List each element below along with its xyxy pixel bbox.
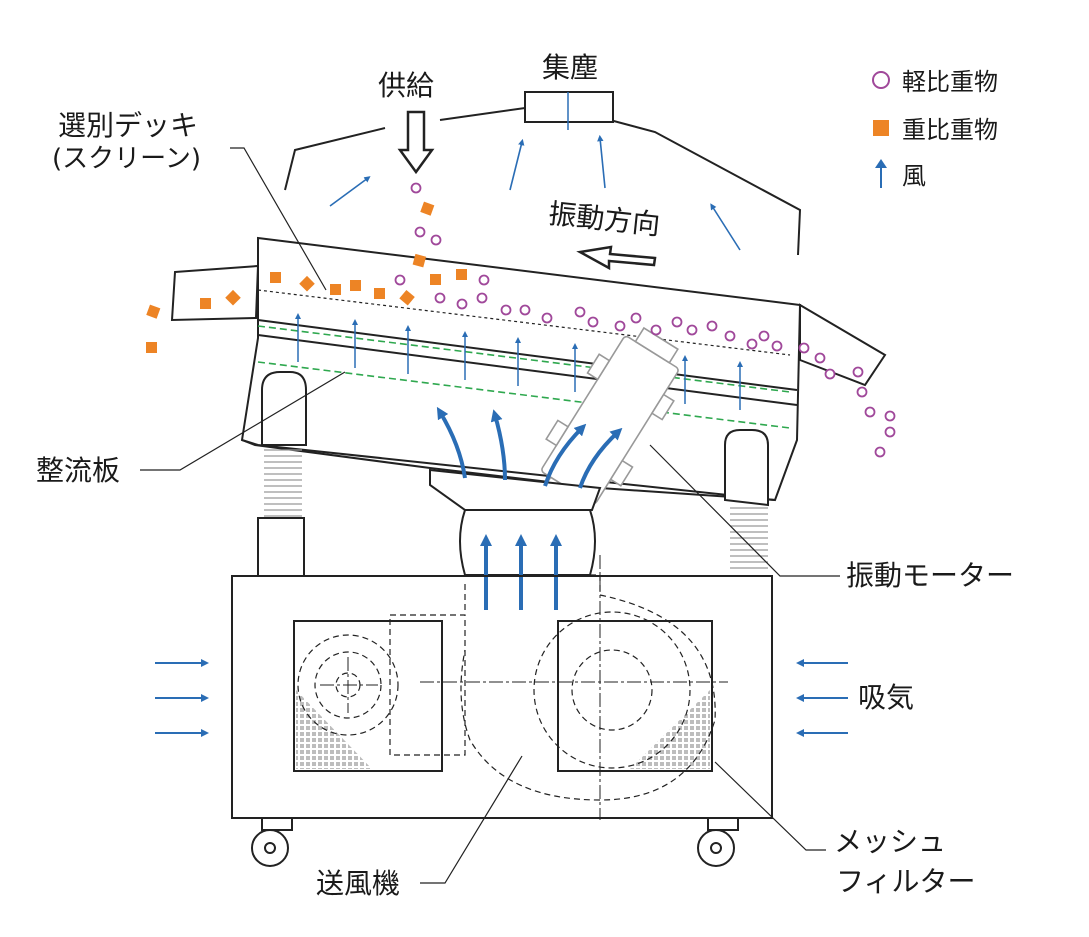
screen-line: [257, 289, 791, 356]
filter-label: フィルター: [836, 865, 976, 898]
left-spring: [264, 449, 302, 517]
right-mesh-filter: [630, 690, 710, 769]
sorting-deck-label: 選別デッキ: [58, 109, 199, 142]
hood: [284, 91, 802, 256]
blower-label: 送風機: [316, 867, 401, 900]
arrow-up-icon: [868, 158, 894, 190]
square-icon: [868, 117, 894, 139]
screen-label: (スクリーン): [52, 144, 201, 174]
base-box: [231, 575, 773, 819]
legend-light-label: 軽比重物: [902, 68, 998, 96]
center-lines: [320, 555, 728, 820]
intake-arrows-left: [155, 659, 209, 737]
curved-wind-arrows: [436, 406, 623, 489]
supply-arrow: [397, 110, 435, 175]
right-support: [724, 429, 769, 507]
legend-wind: 風: [868, 156, 926, 191]
legend-wind-label: 風: [902, 162, 926, 190]
hood-wind-arrows: [329, 134, 741, 251]
intake-arrows-right: [796, 659, 848, 737]
flow-plate-upper: [257, 325, 791, 393]
air-duct: [429, 468, 602, 576]
light-particles: [394, 182, 896, 458]
vibration-motor-label: 振動モーター: [846, 559, 1015, 592]
legend-heavy: 重比重物: [868, 110, 998, 145]
flow-straightener-label: 整流板: [36, 454, 121, 487]
flow-plate-lower: [257, 361, 791, 429]
mesh-label: メッシュ: [834, 825, 947, 858]
leader-lines: [140, 147, 840, 884]
supply-label: 供給: [378, 69, 435, 102]
dust-collection-label: 集塵: [542, 51, 599, 84]
right-caster: [697, 817, 739, 867]
legend-heavy-label: 重比重物: [902, 116, 998, 144]
legend-light: 軽比重物: [868, 62, 998, 97]
circle-icon: [868, 69, 894, 91]
left-caster: [251, 817, 293, 867]
deck-wind-arrows: [295, 313, 743, 410]
left-mesh-filter: [296, 690, 372, 769]
vibration-direction-arrow: [576, 245, 657, 271]
deck-body: [170, 236, 887, 502]
intake-label: 吸気: [858, 681, 915, 714]
heavy-particles: [146, 201, 467, 353]
